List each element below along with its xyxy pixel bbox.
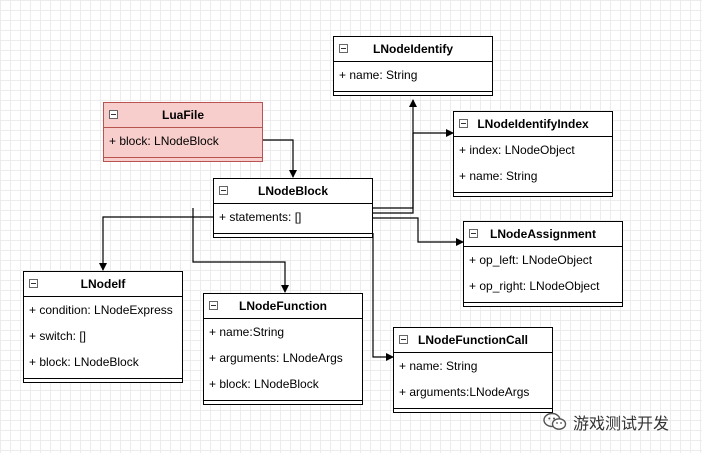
- class-lnodefunction[interactable]: LNodeFunction + name:String + arguments:…: [203, 293, 363, 405]
- class-lnodeassignment[interactable]: LNodeAssignment + op_left: LNodeObject +…: [463, 221, 623, 307]
- class-header: LuaFile: [104, 103, 262, 128]
- class-divider: [454, 192, 612, 193]
- collapse-icon[interactable]: [339, 44, 348, 53]
- class-divider: [104, 157, 262, 158]
- class-lnodeidentify[interactable]: LNodeIdentify + name: String: [333, 36, 493, 96]
- edge-nodeblock-to-functioncall: [372, 233, 394, 361]
- attribute: + switch: []: [29, 329, 87, 343]
- edge-nodeblock-to-nodeidentify: [373, 99, 417, 209]
- class-header: LNodeAssignment: [464, 222, 622, 247]
- class-header: LNodeFunctionCall: [394, 328, 552, 353]
- attribute: + op_right: LNodeObject: [469, 279, 600, 293]
- attribute: + name: String: [339, 68, 418, 82]
- watermark-text: 游戏测试开发: [573, 414, 670, 433]
- class-title: LuaFile: [161, 108, 204, 122]
- attribute: + block: LNodeBlock: [209, 377, 319, 391]
- attribute: + statements: []: [219, 210, 302, 224]
- attribute: + op_left: LNodeObject: [469, 253, 593, 267]
- class-luafile[interactable]: LuaFile + block: LNodeBlock: [103, 102, 263, 162]
- class-lnodeif[interactable]: LNodeIf + condition: LNodeExpress + swit…: [23, 271, 183, 383]
- attribute: + block: LNodeBlock: [109, 134, 219, 148]
- class-lnodeblock[interactable]: LNodeBlock + statements: []: [213, 178, 373, 238]
- collapse-icon[interactable]: [209, 301, 218, 310]
- edge-nodeblock-to-identifyindex: [373, 129, 454, 214]
- class-header: LNodeIf: [24, 272, 182, 297]
- class-divider: [464, 302, 622, 303]
- edge-nodeblock-to-nodeif: [99, 216, 213, 271]
- class-divider: [24, 378, 182, 379]
- collapse-icon[interactable]: [469, 229, 478, 238]
- wechat-icon: [543, 412, 567, 430]
- class-title: LNodeAssignment: [489, 227, 596, 241]
- class-title: LNodeFunction: [239, 299, 327, 313]
- attribute: + condition: LNodeExpress: [29, 303, 173, 317]
- class-divider: [204, 400, 362, 401]
- class-title: LNodeFunctionCall: [418, 333, 528, 347]
- attribute: + name: String: [399, 359, 478, 373]
- class-title: LNodeBlock: [257, 184, 328, 198]
- attribute: + name:String: [209, 325, 285, 339]
- attribute: + index: LNodeObject: [459, 143, 575, 157]
- class-lnodefunctioncall[interactable]: LNodeFunctionCall + name: String + argum…: [393, 327, 553, 413]
- attribute: + block: LNodeBlock: [29, 355, 139, 369]
- class-header: LNodeIdentify: [334, 37, 492, 62]
- class-divider: [214, 233, 372, 234]
- collapse-icon[interactable]: [399, 335, 408, 344]
- class-divider: [334, 91, 492, 92]
- class-title: LNodeIf: [80, 277, 126, 291]
- collapse-icon[interactable]: [219, 186, 228, 195]
- class-header: LNodeFunction: [204, 294, 362, 319]
- collapse-icon[interactable]: [459, 119, 468, 128]
- class-header: LNodeBlock: [214, 179, 372, 204]
- edge-nodeblock-to-assignment: [373, 217, 464, 246]
- attribute: + arguments:LNodeArgs: [399, 385, 530, 399]
- attribute: + arguments: LNodeArgs: [209, 351, 343, 365]
- class-lnodeidentifyindex[interactable]: LNodeIdentifyIndex + index: LNodeObject …: [453, 111, 613, 197]
- edge-luafile-to-nodeblock: [263, 139, 297, 178]
- collapse-icon[interactable]: [29, 279, 38, 288]
- collapse-icon[interactable]: [109, 110, 118, 119]
- class-title: LNodeIdentify: [373, 42, 453, 56]
- class-header: LNodeIdentifyIndex: [454, 112, 612, 137]
- class-divider: [394, 408, 552, 409]
- class-title: LNodeIdentifyIndex: [477, 117, 589, 131]
- edge-nodeblock-to-nodefunction: [192, 208, 289, 293]
- attribute: + name: String: [459, 169, 538, 183]
- watermark: 游戏测试开发: [543, 409, 669, 435]
